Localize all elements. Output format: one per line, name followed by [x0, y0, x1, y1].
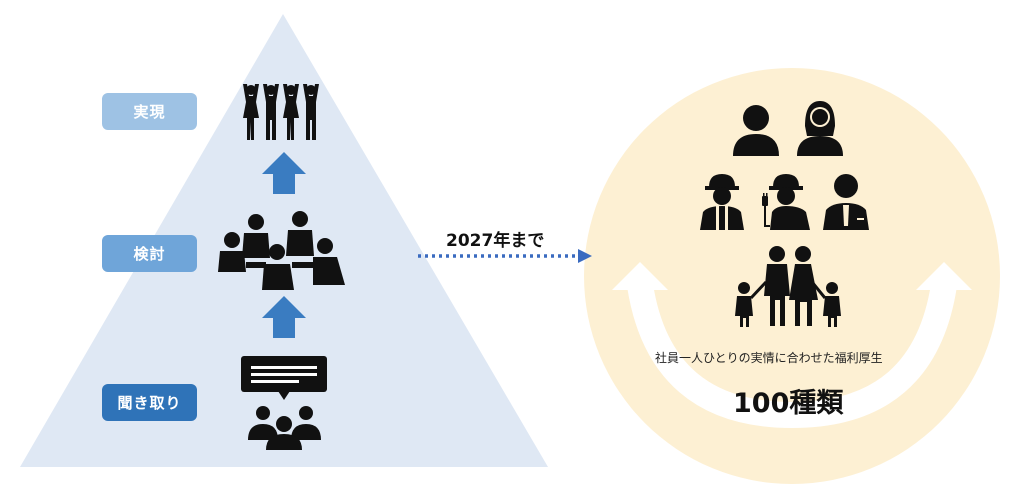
transition-arrow — [418, 249, 592, 263]
up-arrow-icon — [262, 296, 306, 338]
up-arrow-icon — [262, 152, 306, 194]
audience-listening-icon — [241, 356, 327, 450]
family-icon — [735, 246, 841, 327]
businessman-icon — [823, 174, 869, 230]
stage-label-consideration: 検討 — [102, 235, 197, 272]
cycle-arrow-icon — [612, 262, 972, 429]
result-caption: 社員一人ひとりの実情に合わせた福利厚生 — [655, 351, 883, 365]
pyramid-background — [20, 14, 548, 467]
stage-label-hearing: 聞き取り — [102, 384, 197, 421]
result-headline: 100種類 — [733, 388, 844, 419]
stage-label-realization: 実現 — [102, 93, 197, 130]
woman-icon — [797, 101, 843, 156]
meeting-discussion-icon — [218, 211, 345, 290]
man-icon — [733, 105, 779, 156]
construction-worker-icon — [700, 174, 744, 230]
celebrating-group-icon — [243, 84, 319, 140]
electrician-icon — [762, 174, 810, 230]
transition-label: 2027年まで — [446, 231, 545, 251]
